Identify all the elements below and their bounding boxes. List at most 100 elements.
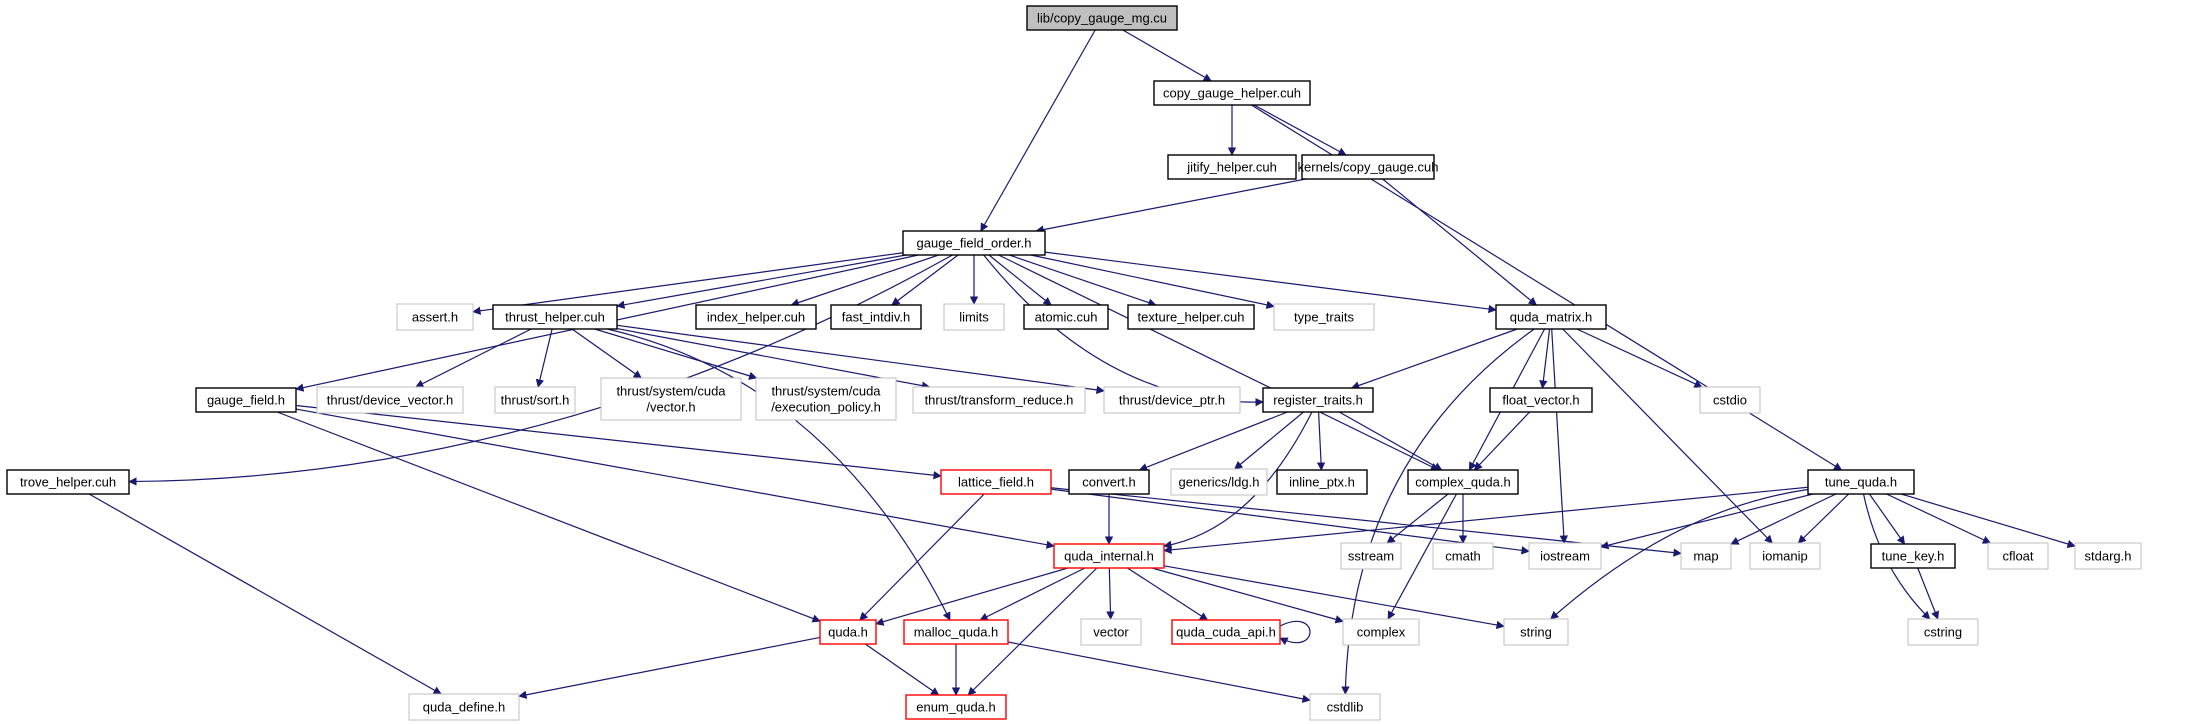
- node-float-vector-h[interactable]: float_vector.h: [1489, 387, 1593, 413]
- node-label: inline_ptx.h: [1289, 475, 1355, 490]
- node-box-iostream: [1528, 542, 1602, 570]
- node-box-thrust-transform-reduce-h: [912, 386, 1086, 414]
- node-box-enum-quda-h: [905, 694, 1007, 720]
- edge-n31-to-n44: [1151, 567, 1344, 624]
- node-quda-internal-h[interactable]: quda_internal.h: [1053, 543, 1165, 569]
- node-label: stdarg.h: [2085, 549, 2132, 564]
- edge-n24-to-n47: [88, 493, 442, 695]
- edge-n25-to-n34: [1050, 488, 1530, 555]
- edge-n30-to-n38: [1886, 493, 1992, 544]
- node-label: string: [1520, 625, 1552, 640]
- edge-n30-to-n45: [1550, 488, 1809, 620]
- edge-n29-to-n44: [1387, 493, 1457, 620]
- node-box-string: [1503, 618, 1569, 646]
- edge-n21-to-n26: [1138, 411, 1288, 472]
- edge-n22-to-n29: [1473, 411, 1531, 471]
- node-gauge-field-order-h[interactable]: gauge_field_order.h: [902, 230, 1046, 256]
- node-label: float_vector.h: [1502, 393, 1579, 408]
- node-thrust-helper-cuh[interactable]: thrust_helper.cuh: [492, 304, 618, 330]
- node-limits: limits: [943, 303, 1005, 331]
- node-label: sstream: [1348, 549, 1394, 564]
- edge-n21-to-n31: [1163, 411, 1313, 549]
- node-box-tune-quda-h: [1807, 469, 1915, 495]
- edge-n13-to-n23: [1576, 328, 1703, 388]
- node-box-iomanip: [1749, 542, 1821, 570]
- node-thrust-device-ptr-h: thrust/device_ptr.h: [1103, 386, 1241, 414]
- node-jitify-helper-cuh[interactable]: jitify_helper.cuh: [1167, 154, 1297, 180]
- edge-n13-to-n34: [1551, 328, 1568, 544]
- edge-n4-to-n8: [891, 254, 959, 306]
- node-box-map: [1680, 542, 1732, 570]
- node-label: type_traits: [1294, 310, 1354, 325]
- node-box-index-helper-cuh: [695, 304, 817, 330]
- node-label: map: [1693, 549, 1718, 564]
- node-cstring: cstring: [1907, 618, 1979, 646]
- node-box-cstdio: [1699, 386, 1761, 414]
- node-register-traits-h[interactable]: register_traits.h: [1262, 387, 1374, 413]
- node-label: cstring: [1924, 625, 1962, 640]
- edge-n6-to-n15: [415, 328, 532, 388]
- node-box-float-vector-h: [1489, 387, 1593, 413]
- node-box-gauge-field-order-h: [902, 230, 1046, 256]
- edge-n31-to-n40: [875, 567, 1068, 626]
- node-box-malloc-quda-h: [903, 619, 1009, 645]
- node-box-quda-h: [819, 619, 877, 645]
- node-cmath: cmath: [1432, 542, 1494, 570]
- node-box-inline-ptx-h: [1276, 469, 1368, 495]
- node-index-helper-cuh[interactable]: index_helper.cuh: [695, 304, 817, 330]
- node-label: thrust/device_vector.h: [327, 393, 453, 408]
- node-box-type-traits: [1273, 303, 1375, 331]
- node-box-cstring: [1907, 618, 1979, 646]
- node-tune-key-h[interactable]: tune_key.h: [1870, 543, 1956, 569]
- node-texture-helper-cuh[interactable]: texture_helper.cuh: [1127, 304, 1255, 330]
- node-vector: vector: [1080, 618, 1142, 646]
- node-label: texture_helper.cuh: [1138, 310, 1245, 325]
- node-inline-ptx-h[interactable]: inline_ptx.h: [1276, 469, 1368, 495]
- edge-n13-to-n36: [1562, 328, 1773, 544]
- node-kernels-copy-gauge-cuh[interactable]: kernels/copy_gauge.cuh: [1298, 154, 1439, 180]
- node-fast-intdiv-h[interactable]: fast_intdiv.h: [830, 304, 922, 330]
- node-convert-h[interactable]: convert.h: [1068, 469, 1150, 495]
- node-quda-cuda-api-h[interactable]: quda_cuda_api.h: [1171, 619, 1281, 645]
- node-atomic-cuh[interactable]: atomic.cuh: [1023, 304, 1109, 330]
- node-quda-h[interactable]: quda.h: [819, 619, 877, 645]
- edge-n1-to-n3: [1253, 104, 1347, 156]
- node-box-complex: [1342, 618, 1420, 646]
- edge-n25-to-n40: [859, 493, 985, 621]
- edge-n6-to-n18: [594, 328, 758, 380]
- edge-n6-to-n17: [571, 328, 642, 379]
- node-enum-quda-h[interactable]: enum_quda.h: [905, 694, 1007, 720]
- node-box-generics-ldg-h: [1170, 468, 1268, 496]
- node-gauge-field-h[interactable]: gauge_field.h: [195, 387, 297, 413]
- node-quda-matrix-h[interactable]: quda_matrix.h: [1495, 304, 1607, 330]
- edge-n14-to-n25: [295, 404, 942, 480]
- node-label: index_helper.cuh: [707, 310, 805, 325]
- node-label: register_traits.h: [1273, 393, 1363, 408]
- node-trove-helper-cuh[interactable]: trove_helper.cuh: [6, 469, 130, 495]
- node-box-sstream: [1340, 542, 1402, 570]
- edge-n6-to-n19: [616, 328, 931, 390]
- node-box-gauge-field-h: [195, 387, 297, 413]
- edge-n6-to-n41: [607, 328, 951, 621]
- node-malloc-quda-h[interactable]: malloc_quda.h: [903, 619, 1009, 645]
- node-box-quda-cuda-api-h: [1171, 619, 1281, 645]
- node-box-convert-h: [1068, 469, 1150, 495]
- node-thrust-device-vector-h: thrust/device_vector.h: [316, 386, 464, 414]
- node-map: map: [1680, 542, 1732, 570]
- node-copy-gauge-helper-cuh[interactable]: copy_gauge_helper.cuh: [1153, 80, 1311, 106]
- edge-n0-to-n4: [980, 29, 1096, 232]
- node-box-lib-copy-gauge-mg-cu: [1026, 5, 1178, 31]
- node-lib-copy-gauge-mg-cu[interactable]: lib/copy_gauge_mg.cu: [1026, 5, 1178, 31]
- edge-n25-to-n35: [1050, 487, 1682, 557]
- node-box-quda-define-h: [408, 693, 520, 721]
- edge-n29-to-n32: [1386, 493, 1449, 544]
- node-tune-quda-h[interactable]: tune_quda.h: [1807, 469, 1915, 495]
- node-complex-quda-h[interactable]: complex_quda.h: [1407, 469, 1519, 495]
- node-label: limits: [959, 310, 989, 325]
- node-lattice-field-h[interactable]: lattice_field.h: [940, 469, 1052, 495]
- node-box-register-traits-h: [1262, 387, 1374, 413]
- node-label: quda_matrix.h: [1510, 310, 1592, 325]
- node-box-trove-helper-cuh: [6, 469, 130, 495]
- node-label: cstdlib: [1327, 700, 1364, 715]
- node-box-cfloat: [1987, 542, 2049, 570]
